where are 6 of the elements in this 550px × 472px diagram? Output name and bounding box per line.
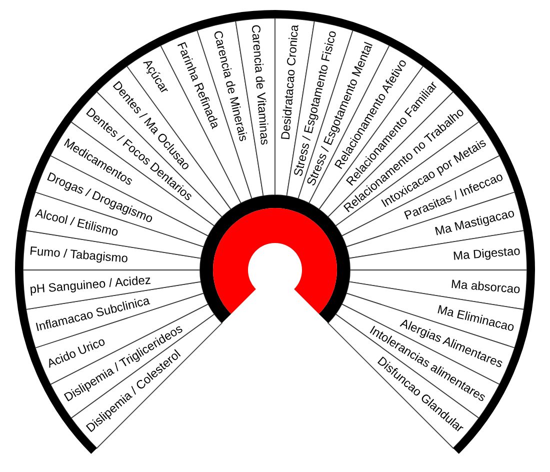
- sector-label: Fumo / Tabagismo: [29, 244, 128, 266]
- sector-label: Acido Urico: [45, 334, 108, 371]
- sector-label: Ma Digestao: [452, 244, 521, 263]
- sector-label: Desidratacao Cronica: [278, 24, 302, 140]
- sector-label: Carencia de Vitaminas: [248, 24, 272, 146]
- sector-label: Ma absorcao: [450, 276, 521, 296]
